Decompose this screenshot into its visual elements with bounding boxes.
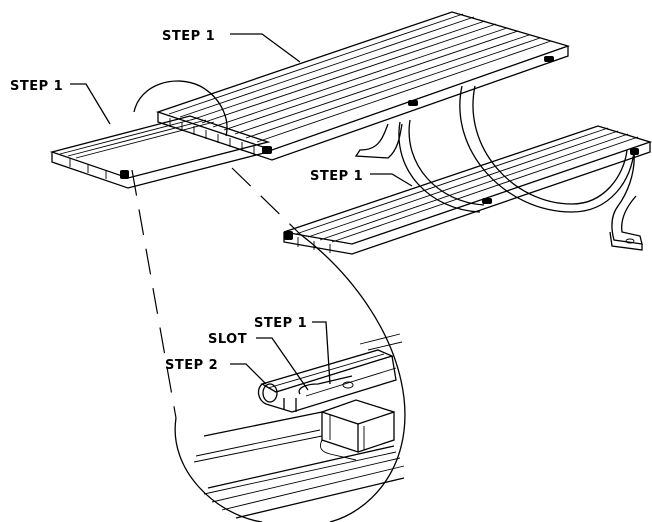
slat-end-cap	[630, 148, 639, 155]
detail-slat-assembly	[193, 333, 405, 519]
label-step2: STEP 2	[165, 358, 218, 373]
leader-lines	[70, 33, 413, 391]
slat-end-cap	[408, 100, 418, 106]
bracket	[321, 411, 359, 453]
label-step1-left-bench: STEP 1	[10, 79, 63, 94]
slat-end-cap	[544, 56, 554, 62]
slat-end-cap	[482, 198, 492, 204]
right-bench	[283, 125, 652, 255]
slat-end-cap	[262, 146, 272, 154]
label-step1-right-bench: STEP 1	[310, 169, 363, 184]
left-bench	[49, 115, 271, 189]
slat-end-hole	[262, 383, 278, 403]
projection-line	[231, 167, 301, 235]
slot	[298, 375, 353, 395]
support-frame	[354, 85, 643, 251]
detail-reference-circle	[133, 80, 228, 137]
slat-end-cap	[284, 231, 293, 240]
projection-line	[131, 169, 177, 419]
detail-circle-left	[174, 417, 263, 522]
table-top	[155, 11, 571, 161]
label-step1-detail: STEP 1	[254, 316, 307, 331]
slat-end-cap	[120, 170, 129, 179]
detail-circle-right	[299, 233, 406, 522]
label-slot: SLOT	[208, 332, 247, 347]
label-step1-table: STEP 1	[162, 29, 215, 44]
